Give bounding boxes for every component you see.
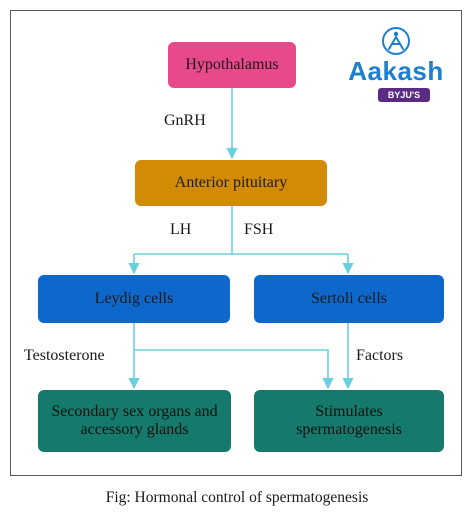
logo-emblem-icon [382,27,410,55]
figure-caption: Fig: Hormonal control of spermatogenesis [105,489,369,506]
node-hypothalamus: Hypothalamus [168,42,296,88]
node-anterior-pituitary: Anterior pituitary [135,160,327,206]
node-sertoli-cells: Sertoli cells [254,275,444,323]
label-gnrh: GnRH [164,112,206,129]
diagram-frame [10,10,462,476]
arrow-testosterone-branch [134,349,334,390]
aakash-logo: Aakash BYJU'S [340,26,452,106]
logo-wordmark: Aakash [348,56,444,86]
node-leydig-cells: Leydig cells [38,275,230,323]
node-stimulates-spermatogenesis: Stimulates spermatogenesis [254,390,444,452]
label-testosterone: Testosterone [24,347,105,364]
label-fsh: FSH [244,221,274,238]
label-lh: LH [170,221,192,238]
logo-badge: BYJU'S [378,88,430,102]
node-secondary-sex-organs: Secondary sex organs and accessory gland… [38,390,231,452]
label-factors: Factors [356,347,404,364]
